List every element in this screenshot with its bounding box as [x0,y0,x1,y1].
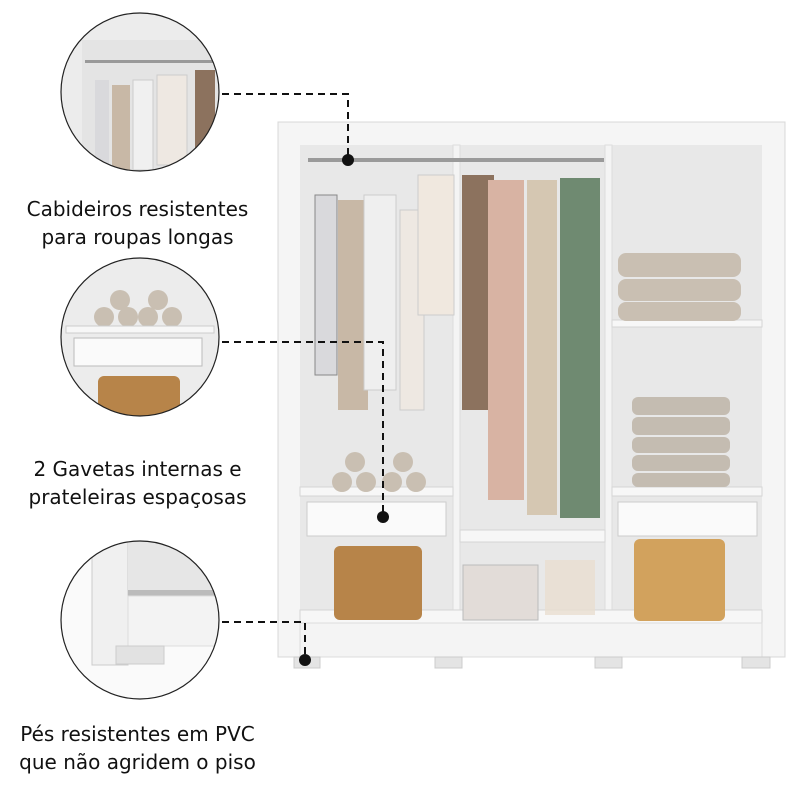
caption-line: Cabideiros resistentes [26,197,249,221]
caption-line: 2 Gavetas internas e [33,457,242,481]
leader-dot-hangers [342,154,354,166]
caption-line: prateleiras espaçosas [28,485,247,509]
leader-line-hangers [222,93,349,158]
leader-line-feet [222,621,306,658]
caption-line: que não agridem o piso [19,750,256,774]
hanging-rod [308,158,604,162]
caption-line: para roupas longas [41,225,234,249]
callout-hangers [60,12,220,172]
leader-dot-feet [299,654,311,666]
callout-feet [60,540,220,700]
wardrobe [277,121,786,669]
foot [594,656,623,669]
foot [741,656,771,669]
rolled-towels [332,452,426,492]
callout-drawers [60,257,220,417]
caption-drawers: 2 Gavetas internas e prateleiras espaços… [0,455,275,511]
towels-stack-bottom [632,397,730,487]
foot [434,656,463,669]
drawer-left [306,501,447,537]
shelf-right-middle [611,486,763,497]
hanging-clothes [314,174,600,518]
shoe-box [462,564,539,621]
leader-lines [222,93,384,658]
shoes [545,560,595,615]
plinth [299,622,763,658]
caption-hangers: Cabideiros resistentes para roupas longa… [0,195,275,251]
leader-dot-drawers [377,511,389,523]
shelf-middle-bottom [459,529,606,543]
storage-box-left [334,546,422,620]
drawer-right [617,501,758,537]
divider-right [604,144,613,624]
leader-line-drawers [222,341,384,515]
shelf-right-top [611,319,763,328]
shelf-left [299,486,454,497]
caption-feet: Pés resistentes em PVC que não agridem o… [0,720,275,776]
towels-stack-top [618,253,741,321]
caption-line: Pés resistentes em PVC [20,722,255,746]
storage-box-right [634,539,725,621]
